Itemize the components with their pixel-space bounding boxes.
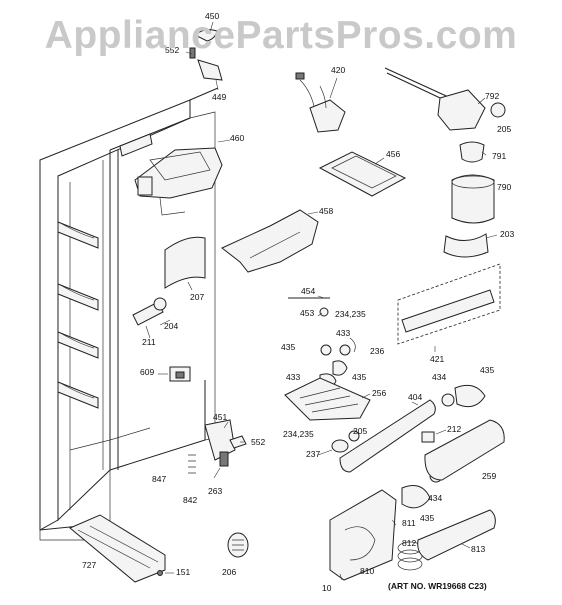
part-458-duct <box>221 209 319 273</box>
part-813 <box>417 509 496 561</box>
callout-label-204: 204 <box>164 321 179 331</box>
callout-label-205b: 205 <box>353 426 368 436</box>
callout-label-552a: 552 <box>165 45 180 55</box>
callout-label-206: 206 <box>222 567 237 577</box>
callout-label-811: 811 <box>402 518 416 528</box>
part-460-housing <box>134 139 231 216</box>
callout-label-842: 842 <box>183 495 198 505</box>
callout-label-236: 236 <box>370 346 385 356</box>
callout-label-458: 458 <box>319 206 334 216</box>
part-609 <box>158 366 191 382</box>
callout-label-460: 460 <box>230 133 245 143</box>
callout-label-234_235a: 234,235 <box>335 309 366 319</box>
lower-hinge <box>188 419 247 479</box>
part-404-lens <box>339 399 436 473</box>
callout-label-421: 421 <box>430 354 445 364</box>
callout-label-404: 404 <box>408 392 423 402</box>
part-256-shield <box>284 377 371 421</box>
part-206 <box>227 532 249 558</box>
callout-label-263: 263 <box>208 486 223 496</box>
door-shelves <box>57 133 153 409</box>
callout-label-449: 449 <box>212 92 227 102</box>
callout-label-790: 790 <box>497 182 512 192</box>
callout-label-727: 727 <box>82 560 97 570</box>
callout-label-10: 10 <box>322 583 332 593</box>
bottom-grille-727 <box>69 514 174 583</box>
parts-204-211 <box>132 297 171 339</box>
parts-259-212 <box>348 419 505 481</box>
callout-label-810: 810 <box>360 566 375 576</box>
callout-label-435a: 435 <box>281 342 296 352</box>
callout-label-454: 454 <box>301 286 316 296</box>
callout-label-203: 203 <box>500 229 515 239</box>
top-hinge <box>185 21 223 91</box>
callout-label-205a: 205 <box>497 124 512 134</box>
water-tubing-810 <box>329 489 423 581</box>
callout-label-450: 450 <box>205 11 220 21</box>
callout-label-151: 151 <box>176 567 191 577</box>
callout-label-812: 812 <box>402 538 417 548</box>
callout-label-420: 420 <box>331 65 346 75</box>
callout-label-791: 791 <box>492 151 507 161</box>
callout-label-813: 813 <box>471 544 486 554</box>
callout-label-792: 792 <box>485 91 500 101</box>
callout-label-435d: 435 <box>420 513 435 523</box>
callout-label-256: 256 <box>372 388 387 398</box>
callout-label-234_235b: 234,235 <box>283 429 314 439</box>
callout-label-453: 453 <box>300 308 315 318</box>
water-filter-assembly <box>384 67 506 258</box>
callout-label-207: 207 <box>190 292 205 302</box>
art-number: (ART NO. WR19668 C23) <box>388 581 487 591</box>
callout-label-435c: 435 <box>480 365 495 375</box>
parts-454-453 <box>288 295 330 317</box>
callout-label-456: 456 <box>386 149 401 159</box>
callout-label-433a: 433 <box>336 328 351 338</box>
callout-label-237: 237 <box>306 449 321 459</box>
callout-label-211: 211 <box>142 337 156 347</box>
callout-label-212: 212 <box>447 424 462 434</box>
callout-label-259: 259 <box>482 471 497 481</box>
part-456-panel <box>318 151 407 197</box>
ring-237 <box>317 439 349 456</box>
part-420 <box>295 72 346 133</box>
callout-label-434a: 434 <box>432 372 447 382</box>
part-421-group <box>397 263 501 352</box>
callout-label-552b: 552 <box>251 437 266 447</box>
callout-label-435b: 435 <box>352 372 367 382</box>
part-207-cover <box>164 236 206 291</box>
callout-label-433b: 433 <box>286 372 301 382</box>
callout-label-434b: 434 <box>428 493 443 503</box>
callout-label-451: 451 <box>213 412 228 422</box>
callout-label-847: 847 <box>152 474 167 484</box>
callout-label-609: 609 <box>140 367 155 377</box>
